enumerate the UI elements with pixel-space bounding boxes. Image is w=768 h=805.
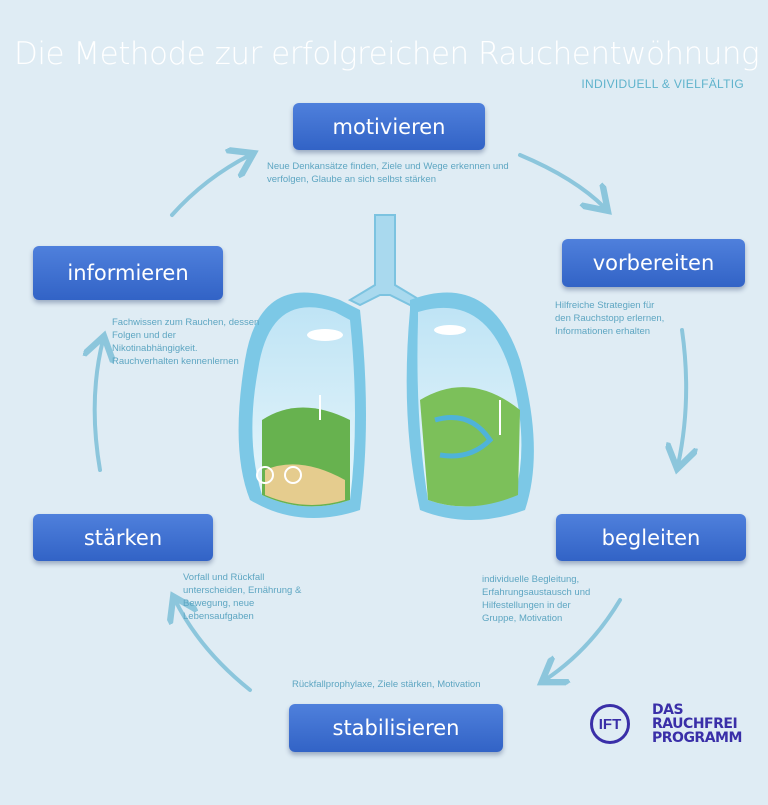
- desc-informieren: Fachwissen zum Rauchen, dessen Folgen un…: [112, 317, 260, 367]
- lungs-illustration: [238, 214, 534, 520]
- arrow-informieren-to-motivieren: [170, 155, 250, 217]
- logo-line-2: RAUCHFREI: [652, 716, 738, 732]
- arrow-staerken-to-informieren: [95, 340, 103, 472]
- arrow-vorbereiten-to-begleiten: [678, 328, 686, 465]
- page-title: Die Methode zur erfolgreichen Rauchentwö…: [14, 36, 760, 72]
- step-begleiten[interactable]: begleiten: [556, 514, 746, 561]
- arrow-begleiten-to-stabilisieren: [545, 598, 622, 680]
- ift-logo: IFT DAS RAUCHFREI PROGRAMM: [590, 703, 742, 745]
- step-motivieren[interactable]: motivieren: [293, 103, 485, 150]
- step-staerken[interactable]: stärken: [33, 514, 213, 561]
- step-informieren[interactable]: informieren: [33, 246, 223, 300]
- logo-line-1: DAS: [652, 702, 684, 718]
- desc-motivieren: Neue Denkansätze finden, Ziele und Wege …: [267, 161, 509, 185]
- ift-logo-mark: IFT: [590, 704, 630, 744]
- desc-begleiten: individuelle Begleitung, Erfahrungsausta…: [482, 574, 591, 624]
- page-subtitle: INDIVIDUELL & VIELFÄLTIG: [581, 77, 744, 91]
- desc-vorbereiten: Hilfreiche Strategien für den Rauchstopp…: [555, 300, 665, 337]
- arrow-motivieren-to-vorbereiten: [518, 153, 605, 208]
- arrow-stabilisieren-to-staerken: [175, 600, 252, 692]
- logo-line-3: PROGRAMM: [652, 730, 742, 746]
- step-vorbereiten[interactable]: vorbereiten: [562, 239, 745, 287]
- desc-stabilisieren: Rückfallprophylaxe, Ziele stärken, Motiv…: [292, 679, 481, 690]
- desc-staerken: Vorfall und Rückfall unterscheiden, Ernä…: [183, 572, 302, 622]
- step-stabilisieren[interactable]: stabilisieren: [289, 704, 503, 752]
